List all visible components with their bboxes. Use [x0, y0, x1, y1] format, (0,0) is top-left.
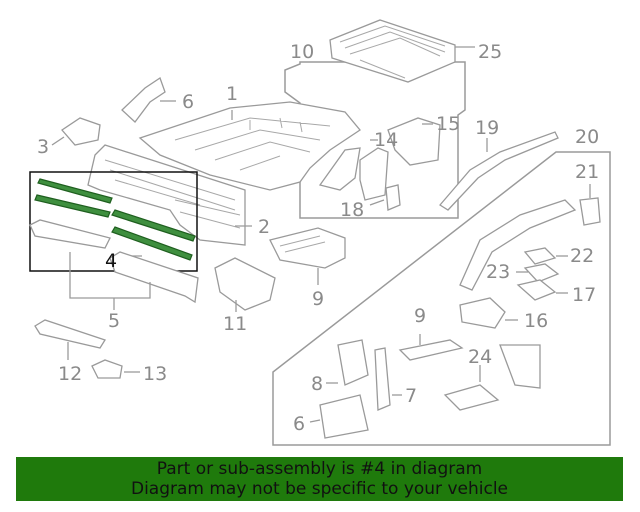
part-floor-pan-9	[269, 227, 346, 285]
part-4-floor-rails	[29, 171, 198, 272]
callout-8: 8	[311, 373, 323, 395]
callout-6b: 6	[293, 413, 305, 435]
callout-13: 13	[143, 363, 167, 385]
callout-6: 6	[182, 91, 194, 113]
panel-group-10	[284, 61, 466, 219]
callout-22: 22	[570, 245, 594, 267]
part-main-floor-panel	[138, 101, 361, 191]
callout-12: 12	[58, 363, 82, 385]
callout-labels: 1 2 3 4 5 6 7 8 9 9 10 11 12 13 14 15 16…	[37, 41, 599, 435]
callout-17: 17	[572, 284, 596, 306]
callout-4: 4	[105, 250, 117, 272]
callout-25: 25	[478, 41, 502, 63]
callout-21: 21	[575, 161, 599, 183]
part-5-rails	[29, 219, 199, 310]
callout-24: 24	[468, 346, 492, 368]
callout-3: 3	[37, 136, 49, 158]
part-bracket-21	[579, 184, 601, 226]
part-clip-13	[91, 359, 140, 379]
callout-9b: 9	[414, 305, 426, 327]
part-long-rail-20	[459, 199, 577, 291]
part-rear-cargo-pan	[329, 19, 475, 83]
part-bracket-11	[214, 257, 276, 312]
part-rear-brackets	[318, 117, 441, 211]
callout-23: 23	[486, 261, 510, 283]
callout-16: 16	[524, 310, 548, 332]
callout-9: 9	[312, 288, 324, 310]
part-small-brackets	[459, 247, 568, 329]
callout-15: 15	[436, 113, 460, 135]
callout-20: 20	[575, 126, 599, 148]
callout-18: 18	[340, 199, 364, 221]
part-bracket-3	[51, 117, 101, 146]
callout-10: 10	[290, 41, 314, 63]
callout-1: 1	[226, 83, 238, 105]
diagram-notice-banner: Part or sub-assembly is #4 in diagram Di…	[16, 457, 623, 501]
part-bracket-6-top	[121, 76, 176, 123]
parts-diagram: 1 2 3 4 5 6 7 8 9 9 10 11 12 13 14 15 16…	[29, 19, 611, 446]
banner-line-2: Diagram may not be specific to your vehi…	[130, 479, 508, 499]
callout-2: 2	[258, 216, 270, 238]
callout-7: 7	[405, 385, 417, 407]
part-brace-12	[34, 319, 106, 360]
part-dash-crossmember	[87, 144, 252, 246]
callout-5: 5	[108, 310, 120, 332]
banner-line-1: Part or sub-assembly is #4 in diagram	[156, 459, 483, 479]
callout-11: 11	[223, 313, 247, 335]
callout-19: 19	[475, 117, 499, 139]
panel-group-20	[272, 151, 611, 446]
callout-14: 14	[374, 129, 398, 151]
part-side-rail-19	[439, 131, 559, 211]
part-lower-group	[309, 334, 541, 439]
